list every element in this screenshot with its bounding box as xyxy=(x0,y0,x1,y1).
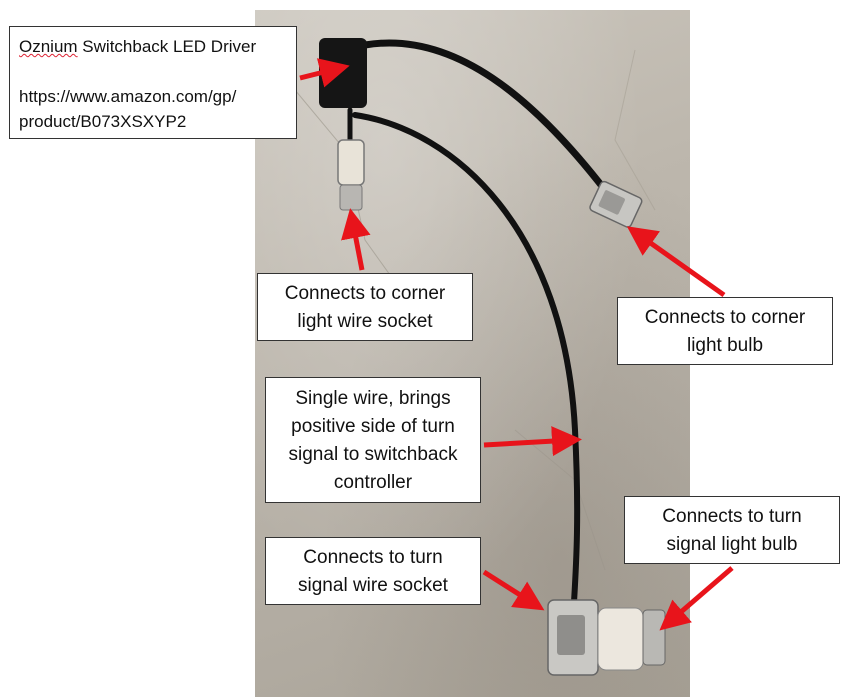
arrow-to-single-wire xyxy=(483,426,582,457)
callout-single-wire-text: Single wire, brings positive side of tur… xyxy=(288,388,458,493)
callout-turn-bulb: Connects to turn signal light bulb xyxy=(624,496,840,564)
callout-corner-socket-text: Connects to corner light wire socket xyxy=(284,283,446,332)
arrow-to-corner-socket xyxy=(341,208,371,271)
driver-url-text: https://www.amazon.com/gp/ product/B073X… xyxy=(19,87,237,131)
callout-turn-socket-text: Connects to turn signal wire socket xyxy=(298,547,448,596)
wire-harness xyxy=(347,39,609,623)
arrow-to-turn-bulb xyxy=(659,566,734,631)
driver-name-text: Switchback LED Driver xyxy=(77,37,257,56)
callout-single-wire: Single wire, brings positive side of tur… xyxy=(265,377,481,503)
turn-signal-connectors xyxy=(547,599,666,676)
callout-corner-bulb: Connects to corner light bulb xyxy=(617,297,833,365)
callout-turn-bulb-text: Connects to turn signal light bulb xyxy=(662,506,802,555)
callout-corner-bulb-text: Connects to corner light bulb xyxy=(644,307,806,356)
callout-corner-socket: Connects to corner light wire socket xyxy=(257,273,473,341)
callout-led-driver: Oznium Switchback LED Driver https://www… xyxy=(9,26,297,139)
callout-led-driver-text: Oznium Switchback LED Driver https://www… xyxy=(19,34,287,134)
driver-brand-text: Oznium xyxy=(19,37,78,56)
callout-turn-socket: Connects to turn signal wire socket xyxy=(265,537,481,605)
arrow-to-corner-bulb xyxy=(626,226,726,298)
arrow-to-turn-socket xyxy=(482,569,545,611)
corner-bulb-connector xyxy=(589,180,643,228)
arrow-to-driver xyxy=(299,58,350,88)
